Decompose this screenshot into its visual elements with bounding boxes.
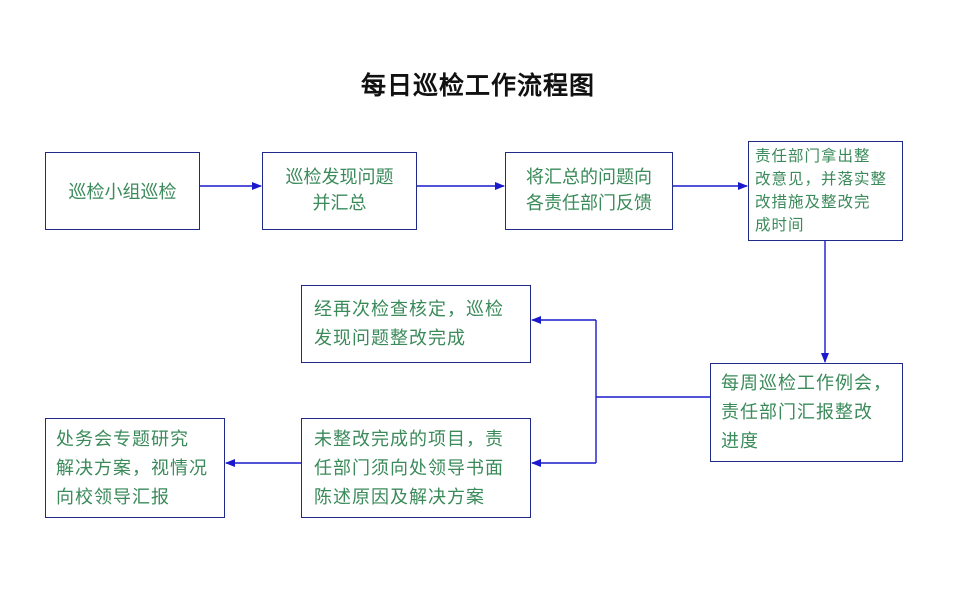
box-weekly-line-1: 每周巡检工作例会，	[721, 373, 892, 394]
box-patrol-text: 巡检小组巡检	[68, 182, 177, 203]
box-feedback-to-departments: 将汇总的问题向 各责任部门反馈	[505, 152, 673, 230]
box-weekly-meeting: 每周巡检工作例会， 责任部门汇报整改 进度	[710, 363, 903, 462]
box-dept-line-3: 改措施及整改完	[755, 193, 871, 211]
box-unfinished-line-1: 未整改完成的项目，责	[314, 428, 504, 450]
box-office-line-2: 解决方案，视情况	[56, 457, 208, 479]
box-department-rectification-plan: 责任部门拿出整 改意见，并落实整 改措施及整改完 成时间	[748, 141, 903, 241]
page-title: 每日巡检工作流程图	[360, 71, 595, 100]
box-find-and-summarize: 巡检发现问题 并汇总	[262, 152, 417, 230]
box-find-line-1: 巡检发现问题	[285, 167, 394, 188]
box-dept-line-2: 改意见，并落实整	[755, 170, 888, 188]
box-feedback-line-1: 将汇总的问题向	[526, 167, 652, 188]
box-recheck-completed: 经再次检查核定，巡检 发现问题整改完成	[301, 285, 531, 363]
box-weekly-line-3: 进度	[721, 431, 759, 452]
box-recheck-line-1: 经再次检查核定，巡检	[314, 299, 504, 320]
box-unfinished-line-2: 任部门须向处领导书面	[314, 457, 504, 479]
box-patrol-inspection: 巡检小组巡检	[45, 152, 200, 230]
box-office-meeting-report: 处务会专题研究 解决方案，视情况 向校领导汇报	[45, 418, 225, 518]
box-unfinished-items: 未整改完成的项目，责 任部门须向处领导书面 陈述原因及解决方案	[301, 418, 531, 518]
box-weekly-line-2: 责任部门汇报整改	[721, 402, 873, 423]
box-unfinished-line-3: 陈述原因及解决方案	[314, 486, 485, 508]
box-office-line-1: 处务会专题研究	[56, 428, 189, 450]
box-feedback-line-2: 各责任部门反馈	[526, 193, 652, 214]
box-recheck-line-2: 发现问题整改完成	[314, 328, 466, 349]
box-office-line-3: 向校领导汇报	[56, 486, 170, 508]
box-dept-line-1: 责任部门拿出整	[755, 147, 871, 165]
box-find-line-2: 并汇总	[312, 193, 367, 214]
box-dept-line-4: 成时间	[755, 216, 805, 234]
